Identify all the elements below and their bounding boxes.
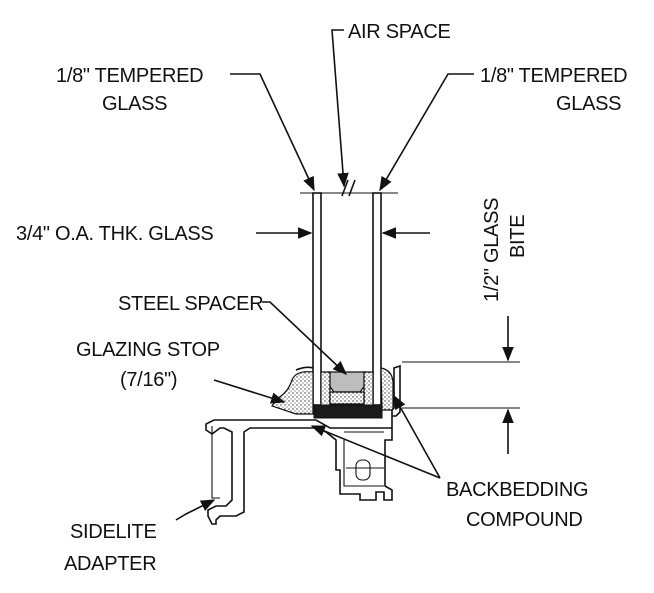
steel-spacer <box>327 371 367 393</box>
screw-boss <box>355 459 371 481</box>
leader-lines <box>175 29 474 521</box>
glass-bite-label-line1: 1/2" GLASS <box>481 198 503 302</box>
glazing-stop-profile <box>271 366 314 415</box>
tempered-right-label-line2: GLASS <box>556 93 621 115</box>
break-mark-1 <box>341 179 349 197</box>
glazing-stop-lip <box>295 366 314 371</box>
frame-extrusion <box>205 364 401 525</box>
frame-web-left <box>211 426 220 499</box>
setting-block <box>313 404 383 419</box>
steel-spacer-leader <box>262 301 348 375</box>
tempered-left-label-line2: GLASS <box>102 93 167 115</box>
tempered-left-label-line1: 1/8" TEMPERED <box>56 65 203 87</box>
tempered-right-leader <box>379 73 474 192</box>
air-space-label: AIR SPACE <box>348 21 451 43</box>
glass-bite-dimension <box>402 316 520 454</box>
glazing-stop-leader <box>213 379 286 404</box>
right-glass-pane <box>372 192 382 406</box>
oa-thickness-label: 3/4" O.A. THK. GLASS <box>16 223 213 245</box>
steel-spacer-label: STEEL SPACER <box>118 293 263 315</box>
sidelite-leader <box>175 499 216 521</box>
break-mark-2 <box>348 179 356 197</box>
sidelite-adapter-frame <box>205 364 401 525</box>
left-glass-pane <box>312 192 322 406</box>
glass-bite-label-line2: BITE <box>507 215 529 258</box>
frame-web-right <box>343 440 384 487</box>
sidelite-label-line2: ADAPTER <box>64 553 156 575</box>
glazing-stop <box>271 371 314 415</box>
sidelite-label-line1: SIDELITE <box>70 521 157 543</box>
air-space-leader <box>331 29 349 188</box>
backbedding-leader-1 <box>393 394 441 479</box>
tempered-left-leader <box>230 73 315 192</box>
glazing-stop-label-line2: (7/16") <box>120 369 177 391</box>
glazing-stop-label-line1: GLAZING STOP <box>76 339 220 361</box>
backbedding-bead-right <box>380 367 394 411</box>
backbedding-leader-2 <box>310 425 441 479</box>
tempered-right-label-line1: 1/8" TEMPERED <box>480 65 627 87</box>
backbedding-label-line1: BACKBEDDING <box>446 479 588 501</box>
sealant-bottom <box>329 391 365 405</box>
backbedding-label-line2: COMPOUND <box>466 509 583 531</box>
